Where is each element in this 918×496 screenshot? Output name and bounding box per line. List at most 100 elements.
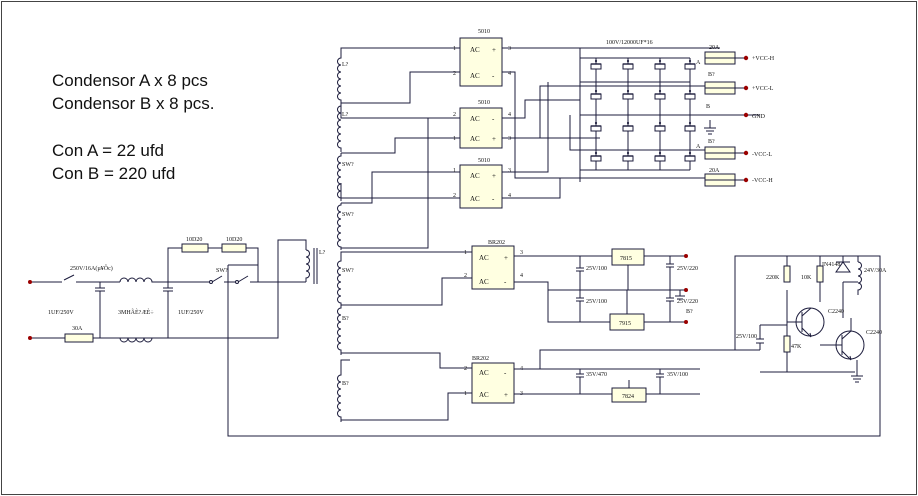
svg-text:1: 1 (464, 250, 467, 256)
label-winding-sw3: SW? (342, 268, 354, 274)
note-condensor-b: Condensor B x 8 pcs. (52, 94, 215, 113)
note-con-b-value: Con B = 220 ufd (52, 164, 175, 183)
label-winding-b: B? (342, 381, 349, 387)
bridge-5010-3: 5010 AC AC + - 1 2 3 4 (453, 158, 511, 209)
label-fuse-main: 30A (72, 326, 83, 332)
svg-text:AC: AC (479, 254, 489, 262)
label-sw-primary: SW? (216, 268, 228, 274)
svg-text:BR202: BR202 (488, 240, 505, 246)
svg-text:-: - (504, 278, 507, 286)
label-ntc1: 10D20 (186, 237, 202, 243)
winding-sw2 (337, 203, 342, 250)
capacitor-12 (684, 121, 696, 132)
label-choke: 3MHÃÈ?ÆÈ÷ (118, 308, 154, 316)
label-fuse-bottom: 20A (709, 168, 720, 174)
label-relay: 24V/30A (864, 268, 887, 274)
svg-text:3: 3 (508, 46, 511, 52)
label-r-47k: 47K (791, 344, 802, 350)
mains-input: 250V/16A(µ¥Ôc) 1UF/250V 3MHÃÈ?ÆÈ÷ 1UF/25… (28, 237, 326, 343)
label-winding-l2: L? (342, 112, 349, 118)
label-winding-sw4: B? (342, 316, 349, 322)
svg-text:1: 1 (453, 168, 456, 174)
relay-delay-circuit: 220K 10K 47K IN4148 24V/30A C2240 C2240 … (227, 255, 887, 437)
capacitor-5 (590, 89, 602, 100)
svg-text:4: 4 (508, 112, 511, 118)
label-winding-sw2: SW? (342, 212, 354, 218)
svg-text:AC: AC (470, 135, 480, 143)
capacitor-2 (622, 59, 634, 70)
winding-sw1 (337, 153, 342, 201)
capacitor-4 (684, 59, 696, 70)
bridge-br202-2: BR202 AC AC - + 2 1 4 3 (464, 356, 523, 404)
svg-text:2: 2 (464, 273, 467, 279)
svg-text:2: 2 (453, 71, 456, 77)
winding-sw4 (337, 305, 342, 355)
winding-wiring (340, 47, 472, 421)
capacitor-6 (622, 89, 634, 100)
svg-text:AC: AC (479, 391, 489, 399)
svg-text:-: - (492, 195, 495, 203)
svg-text:1: 1 (453, 46, 456, 52)
capacitor-13 (590, 151, 602, 162)
label-ntc2: 10D20 (226, 237, 242, 243)
label-winding-sw1: SW? (342, 162, 354, 168)
capacitor-14 (622, 151, 634, 162)
svg-text:3: 3 (508, 168, 511, 174)
capacitor-1 (590, 59, 602, 70)
capacitor-grid (590, 59, 696, 162)
notes-block: Condensor A x 8 pcs Condensor B x 8 pcs.… (52, 71, 215, 183)
svg-text:5010: 5010 (478, 29, 490, 35)
capacitor-11 (654, 121, 666, 132)
svg-text:+: + (504, 391, 508, 399)
label-cap-b3: B? (708, 139, 715, 145)
label-q1: C2240 (828, 309, 844, 315)
label-cap-reg5: 35V/470 (586, 372, 607, 378)
capacitor-3 (654, 59, 666, 70)
winding-l2 (337, 103, 342, 152)
label-cap-reg-mark: B? (686, 309, 693, 315)
svg-text:4: 4 (508, 193, 511, 199)
label-vcc-l-plus: +VCC-L (752, 86, 774, 92)
label-cap-x2: 1UF/250V (178, 310, 204, 316)
svg-text:-: - (492, 72, 495, 80)
svg-text:1: 1 (464, 391, 467, 397)
label-cap-reg1: 25V/100 (586, 266, 607, 272)
svg-text:5010: 5010 (478, 100, 490, 106)
svg-text:AC: AC (470, 115, 480, 123)
label-transformer: L? (319, 250, 326, 256)
bridge-5010-1: 5010 AC AC + - 1 2 3 4 (453, 29, 511, 87)
label-mains: 250V/16A(µ¥Ôc) (70, 264, 113, 272)
capacitor-16 (684, 151, 696, 162)
label-cap-a2: A (696, 144, 701, 150)
svg-text:-: - (492, 115, 495, 123)
svg-text:2: 2 (453, 193, 456, 199)
label-cap-b2: B (706, 104, 710, 110)
svg-text:2: 2 (464, 366, 467, 372)
capacitor-9 (590, 121, 602, 132)
capacitor-7 (654, 89, 666, 100)
label-cap-reg3: 25V/100 (586, 299, 607, 305)
label-cap-b1: B? (708, 72, 715, 78)
svg-text:4: 4 (508, 71, 511, 77)
label-cap-reg6: 35V/100 (667, 372, 688, 378)
svg-text:4: 4 (520, 273, 523, 279)
label-r-10k: 10K (801, 275, 812, 281)
svg-text:AC: AC (470, 72, 480, 80)
svg-text:+: + (504, 254, 508, 262)
regulator-section: 7815 7915 25V/100 25V/220 25V/100 25V/22… (514, 248, 760, 403)
svg-text:AC: AC (470, 172, 480, 180)
label-winding-l1: L? (342, 62, 349, 68)
svg-text:-: - (504, 369, 507, 377)
label-capacitor-bank: 100V/12000UF*16 (606, 40, 653, 46)
winding-l1 (337, 53, 342, 106)
label-vcc-h-plus: +VCC-H (752, 56, 775, 62)
bridge-output-wiring (502, 47, 720, 199)
svg-text:5010: 5010 (478, 158, 490, 164)
svg-text:AC: AC (470, 46, 480, 54)
capacitor-bank: 100V/12000UF*16 (579, 40, 760, 182)
svg-text:+: + (492, 46, 496, 54)
label-reg-7824: 7824 (622, 394, 634, 400)
capacitor-10 (622, 121, 634, 132)
